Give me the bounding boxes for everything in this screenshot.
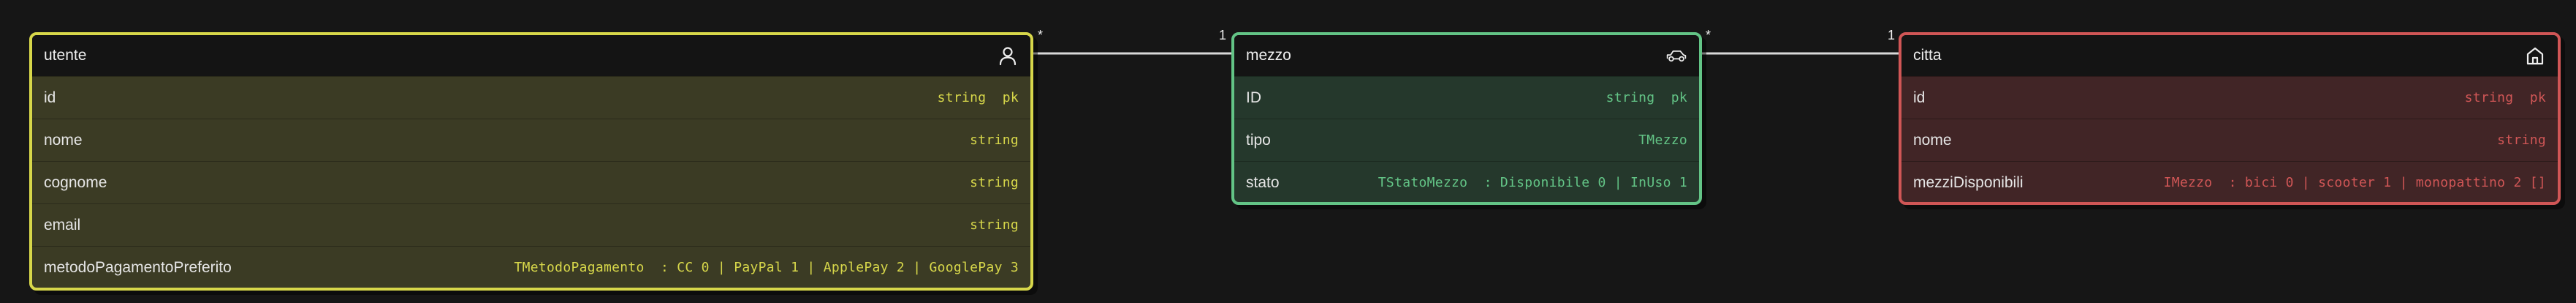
entity-utente[interactable]: utente id string pk nome string cognome … bbox=[29, 32, 1033, 291]
field-row[interactable]: id string pk bbox=[32, 76, 1030, 119]
field-type: string bbox=[970, 175, 1019, 190]
cardinality-utente-mezzo-to: 1 bbox=[1219, 28, 1227, 42]
field-name: tipo bbox=[1246, 131, 1271, 149]
field-row[interactable]: mezziDisponibili IMezzo : bici 0 | scoot… bbox=[1901, 161, 2558, 202]
home-icon bbox=[2524, 45, 2546, 67]
field-type: IMezzo : bici 0 | scooter 1 | monopattin… bbox=[2163, 175, 2546, 190]
field-name: mezziDisponibili bbox=[1913, 173, 2024, 191]
entity-mezzo[interactable]: mezzo ID string pk tipo TMezzo stato TSt… bbox=[1231, 32, 1702, 205]
field-row[interactable]: metodoPagamentoPreferito TMetodoPagament… bbox=[32, 246, 1030, 288]
field-row[interactable]: cognome string bbox=[32, 161, 1030, 203]
field-type: string bbox=[970, 132, 1019, 148]
field-name: id bbox=[1913, 89, 1926, 106]
user-icon bbox=[997, 45, 1019, 67]
entity-header[interactable]: mezzo bbox=[1234, 35, 1699, 76]
field-row[interactable]: nome string bbox=[32, 119, 1030, 161]
field-row[interactable]: stato TStatoMezzo : Disponibile 0 | InUs… bbox=[1234, 161, 1699, 202]
field-type: string pk bbox=[1606, 90, 1687, 105]
entity-citta[interactable]: citta id string pk nome string mezziDisp… bbox=[1899, 32, 2561, 205]
field-row[interactable]: id string pk bbox=[1901, 76, 2558, 119]
field-row[interactable]: nome string bbox=[1901, 119, 2558, 161]
entity-title: citta bbox=[1913, 47, 1942, 64]
field-type: string bbox=[2497, 132, 2546, 148]
field-name: cognome bbox=[44, 173, 107, 191]
field-row[interactable]: email string bbox=[32, 203, 1030, 246]
field-type: string pk bbox=[2464, 90, 2546, 105]
field-name: nome bbox=[44, 131, 83, 149]
car-icon bbox=[1665, 45, 1687, 67]
field-name: ID bbox=[1246, 89, 1261, 106]
field-row[interactable]: tipo TMezzo bbox=[1234, 119, 1699, 161]
field-type: string bbox=[970, 217, 1019, 233]
field-name: nome bbox=[1913, 131, 1952, 149]
field-type: TMezzo bbox=[1638, 132, 1687, 148]
field-row[interactable]: ID string pk bbox=[1234, 76, 1699, 119]
entity-header[interactable]: citta bbox=[1901, 35, 2558, 76]
field-name: email bbox=[44, 216, 81, 233]
cardinality-mezzo-citta-to: 1 bbox=[1888, 28, 1896, 42]
field-name: stato bbox=[1246, 173, 1280, 191]
entity-title: utente bbox=[44, 47, 87, 64]
field-type: TMetodoPagamento : CC 0 | PayPal 1 | App… bbox=[514, 260, 1019, 275]
cardinality-mezzo-citta-from: * bbox=[1706, 28, 1711, 42]
field-type: string pk bbox=[937, 90, 1019, 105]
field-name: metodoPagamentoPreferito bbox=[44, 258, 232, 276]
entity-header[interactable]: utente bbox=[32, 35, 1030, 76]
cardinality-utente-mezzo-from: * bbox=[1038, 28, 1044, 42]
entity-title: mezzo bbox=[1246, 47, 1291, 64]
field-type: TStatoMezzo : Disponibile 0 | InUso 1 bbox=[1378, 175, 1687, 190]
field-name: id bbox=[44, 89, 56, 106]
